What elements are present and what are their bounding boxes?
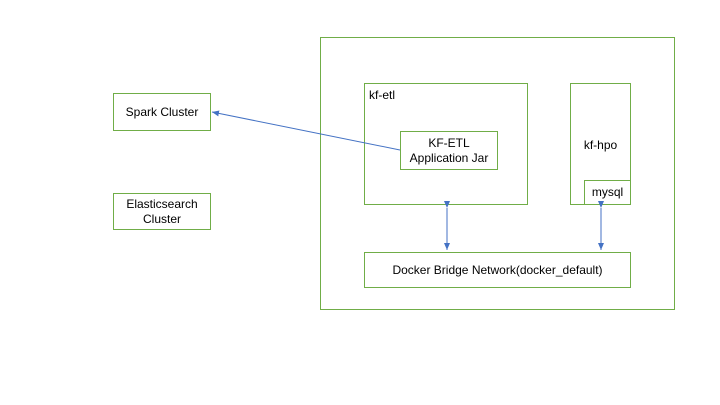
- mysql-node: mysql: [584, 180, 631, 205]
- spark-cluster-label: Spark Cluster: [125, 104, 199, 119]
- application-jar-line1: KF-ETL: [428, 135, 470, 150]
- spark-cluster-node: Spark Cluster: [113, 93, 211, 131]
- kf-hpo-label: kf-hpo: [583, 138, 618, 152]
- application-jar-line2: Application Jar: [409, 150, 489, 165]
- application-jar-node: KF-ETL Application Jar: [400, 131, 498, 170]
- elasticsearch-cluster-node: Elasticsearch Cluster: [113, 193, 211, 230]
- elasticsearch-label-line2: Cluster: [142, 211, 181, 226]
- mysql-label: mysql: [591, 185, 624, 199]
- elasticsearch-label-line1: Elasticsearch: [126, 196, 198, 211]
- docker-network-label: Docker Bridge Network(docker_default): [392, 262, 603, 277]
- docker-network-node: Docker Bridge Network(docker_default): [364, 252, 631, 288]
- jar-to-spark-arrow: [211, 110, 401, 151]
- kf-etl-label: kf-etl: [369, 88, 396, 102]
